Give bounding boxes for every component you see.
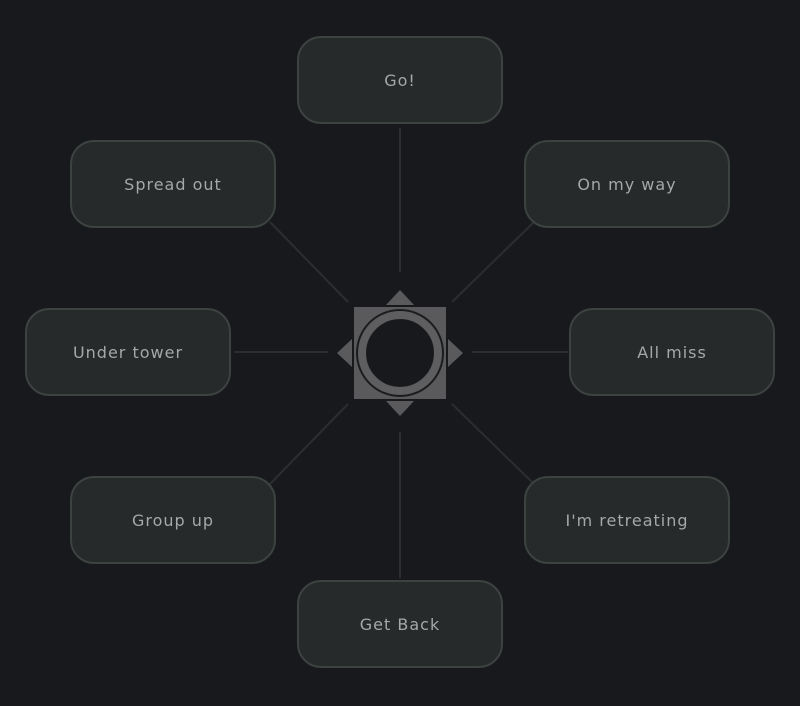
ping-option-label: I'm retreating [565, 510, 689, 530]
ping-option-label: Group up [131, 510, 215, 530]
hub-point-down [386, 401, 414, 416]
wheel-center-hub-icon [337, 290, 463, 416]
hub-point-left [337, 339, 352, 367]
hub-point-right [448, 339, 463, 367]
ping-option-under-tower[interactable]: Under tower [25, 308, 231, 396]
ping-option-group-up[interactable]: Group up [70, 476, 276, 564]
spoke-up-left [269, 221, 349, 303]
spoke-down-right [451, 403, 535, 485]
hub-core [367, 320, 433, 386]
ping-option-label: Go! [384, 70, 416, 90]
ping-option-spread-out[interactable]: Spread out [70, 140, 276, 228]
spoke-up-right [451, 221, 535, 303]
ping-option-label: Under tower [72, 342, 184, 362]
ping-option-label: All miss [637, 342, 707, 362]
ping-option-on-my-way[interactable]: On my way [524, 140, 730, 228]
ping-option-go[interactable]: Go! [297, 36, 503, 124]
ping-option-label: On my way [577, 174, 677, 194]
hub-ring [358, 311, 442, 395]
ping-option-all-miss[interactable]: All miss [569, 308, 775, 396]
ping-option-label: Spread out [124, 174, 222, 194]
hub-point-up [386, 290, 414, 305]
spoke-down-left [269, 403, 349, 485]
ping-option-retreating[interactable]: I'm retreating [524, 476, 730, 564]
ping-option-get-back[interactable]: Get Back [297, 580, 503, 668]
ping-option-label: Get Back [359, 614, 441, 634]
